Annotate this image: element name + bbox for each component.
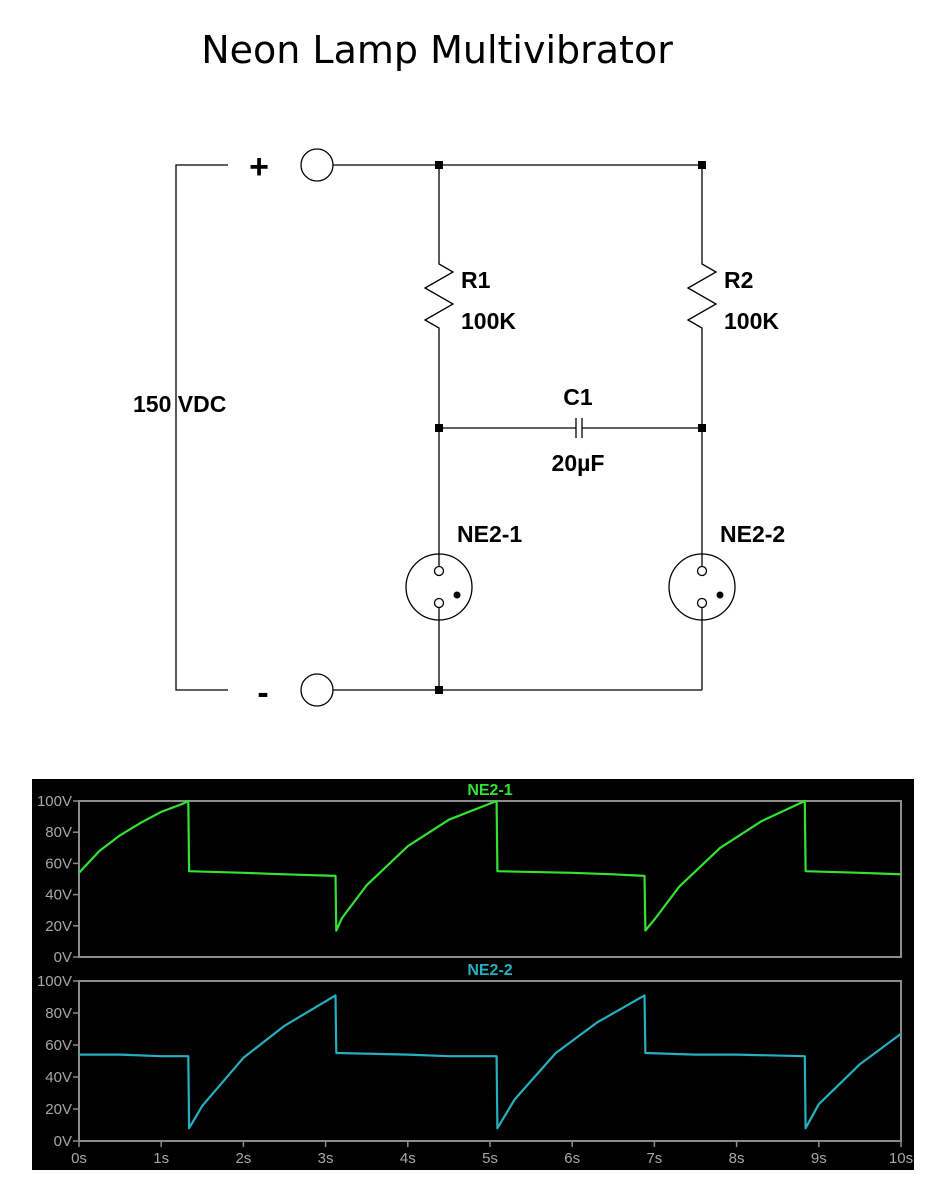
ne2-electrode-top (696, 565, 708, 577)
x-tick-label: 7s (646, 1150, 662, 1167)
junction-bottom-left (435, 686, 443, 694)
ne2-electrode-bottom (696, 597, 708, 609)
junction-mid-right (698, 424, 706, 432)
plot-frame-1 (78, 800, 902, 958)
waveform-panel: NE2-1 0V 20V 40V 60V 80V 100V NE2-2 0V 20V 40V 60V 8… (32, 779, 914, 1170)
ne2-name: NE2-2 (720, 521, 785, 547)
x-tick-label: 4s (400, 1150, 416, 1167)
plus-sign: + (249, 148, 269, 186)
ne2-gas-dot (716, 591, 724, 599)
x-tick-label: 3s (318, 1150, 334, 1167)
supply-label: 150 VDC (133, 391, 226, 417)
circuit-schematic: + - 150 VDC R1 100K R2 100K C1 20µF NE2-… (133, 148, 785, 712)
x-tick-label: 0s (71, 1150, 87, 1167)
c1-value: 20µF (552, 450, 605, 476)
plot-frame-2 (78, 980, 902, 1142)
x-tick-label: 2s (235, 1150, 251, 1167)
plus-terminal (300, 148, 334, 182)
junction-top-left (435, 161, 443, 169)
ne1-gas-dot (453, 591, 461, 599)
trace-ne2-1 (78, 799, 902, 932)
plot-title-1: NE2-1 (467, 782, 512, 799)
minus-terminal (300, 673, 334, 707)
r1-resistor (423, 250, 455, 338)
x-tick-label: 10s (889, 1150, 913, 1167)
y-tick-label: 0V (54, 949, 72, 966)
plot-title-2: NE2-2 (467, 962, 512, 979)
x-tick-label: 1s (153, 1150, 169, 1167)
y-tick-label: 80V (45, 824, 72, 841)
junction-mid-left (435, 424, 443, 432)
c1-name: C1 (563, 384, 593, 410)
x-tick-label: 9s (811, 1150, 827, 1167)
trace-ne2-2 (79, 994, 902, 1130)
y-tick-label: 20V (45, 918, 72, 935)
supply-wire (175, 164, 228, 691)
y-tick-label: 80V (45, 1005, 72, 1022)
waveform-plots: NE2-1 0V 20V 40V 60V 80V 100V NE2-2 0V 20V 40V 60V 8… (37, 782, 913, 1167)
y-tick-label: 60V (45, 1037, 72, 1054)
y-tick-label: 100V (37, 793, 72, 810)
y-tick-label: 0V (54, 1133, 72, 1150)
r2-name: R2 (724, 267, 753, 293)
r2-value: 100K (724, 308, 779, 334)
minus-sign: - (257, 674, 268, 712)
x-tick-label: 5s (482, 1150, 498, 1167)
y-tick-label: 20V (45, 1101, 72, 1118)
y-tick-label: 60V (45, 855, 72, 872)
page-title: Neon Lamp Multivibrator (201, 28, 673, 72)
ne1-electrode-top (433, 565, 445, 577)
y-tick-label: 40V (45, 887, 72, 904)
r2-resistor (686, 250, 718, 338)
ne1-name: NE2-1 (457, 521, 522, 547)
r1-value: 100K (461, 308, 516, 334)
r1-name: R1 (461, 267, 491, 293)
junction-top-right (698, 161, 706, 169)
y-tick-label: 40V (45, 1069, 72, 1086)
y-tick-label: 100V (37, 973, 72, 990)
x-tick-label: 6s (564, 1150, 580, 1167)
x-tick-label: 8s (729, 1150, 745, 1167)
ne1-electrode-bottom (433, 597, 445, 609)
